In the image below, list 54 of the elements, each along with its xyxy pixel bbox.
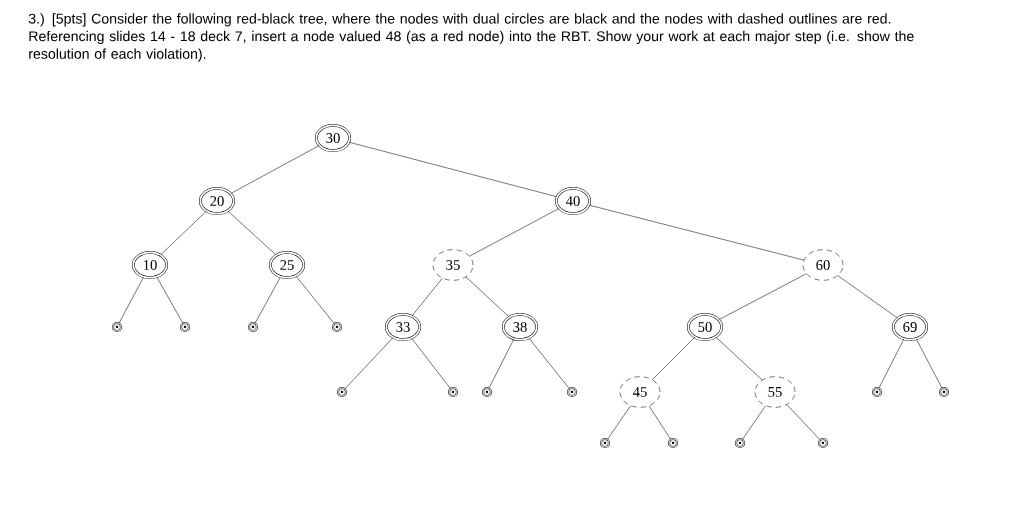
tree-edge bbox=[344, 337, 394, 390]
leaf-node bbox=[734, 437, 746, 449]
tree-edge bbox=[488, 338, 515, 389]
tree-edge bbox=[469, 208, 560, 257]
tree-edge bbox=[715, 336, 763, 381]
question-text: 3.) [5pts] Consider the following red-black tree, where the nodes with dual circles are black and the nodes with dashed outlines are red. Referencing slides 14 - 18 deck 7, insert a node valued 48 (as a red node) into the RBT. Show your work at each major step (i.e. show the resolution of each violation). bbox=[28, 13, 914, 62]
tree-edge bbox=[118, 276, 144, 324]
double-circle-node: 33 bbox=[384, 312, 422, 342]
tree-edge bbox=[230, 145, 320, 194]
tree-edge bbox=[348, 141, 558, 198]
dashed-circle-node: 45 bbox=[619, 376, 661, 408]
leaf-node bbox=[871, 386, 883, 398]
dashed-circle-node: 55 bbox=[754, 376, 796, 408]
tree-edge bbox=[718, 273, 807, 320]
tree-edge bbox=[528, 337, 570, 389]
double-circle-node: 69 bbox=[891, 312, 929, 342]
leaf-node bbox=[247, 321, 259, 333]
double-circle-node: 38 bbox=[501, 312, 539, 342]
tree-edge bbox=[607, 405, 631, 440]
tree-edge bbox=[652, 336, 696, 380]
leaf-node bbox=[566, 386, 578, 398]
double-circle-node: 25 bbox=[268, 250, 306, 280]
tree-edge bbox=[295, 275, 335, 324]
double-circle-node: 50 bbox=[686, 312, 724, 342]
tree-edge bbox=[254, 276, 281, 324]
leaf-node bbox=[938, 386, 950, 398]
tree-edge bbox=[786, 404, 821, 441]
leaf-node bbox=[336, 386, 348, 398]
double-circle-node: 30 bbox=[314, 123, 352, 153]
tree-edge bbox=[742, 405, 766, 440]
tree-edge bbox=[878, 338, 905, 389]
tree-edge bbox=[160, 210, 207, 256]
leaf-node bbox=[599, 437, 611, 449]
tree-edge bbox=[588, 204, 805, 261]
tree-edge bbox=[411, 277, 443, 317]
tree-edge bbox=[465, 276, 510, 318]
leaf-node bbox=[667, 437, 679, 449]
dashed-circle-node: 35 bbox=[432, 249, 474, 281]
tree-edge bbox=[156, 276, 184, 324]
tree-edge bbox=[915, 338, 943, 389]
dashed-circle-node: 60 bbox=[802, 249, 844, 281]
tree-edge bbox=[648, 405, 672, 440]
tree-edge bbox=[837, 275, 898, 319]
double-circle-node: 40 bbox=[554, 186, 592, 216]
double-circle-node: 10 bbox=[131, 250, 169, 280]
leaf-node bbox=[179, 321, 191, 333]
leaf-node bbox=[481, 386, 493, 398]
leaf-node bbox=[331, 321, 343, 333]
tree-edge bbox=[411, 337, 451, 389]
leaf-node bbox=[447, 386, 459, 398]
leaf-node bbox=[817, 437, 829, 449]
double-circle-node: 20 bbox=[198, 186, 236, 216]
leaf-node bbox=[111, 321, 123, 333]
tree-edge bbox=[227, 210, 277, 256]
